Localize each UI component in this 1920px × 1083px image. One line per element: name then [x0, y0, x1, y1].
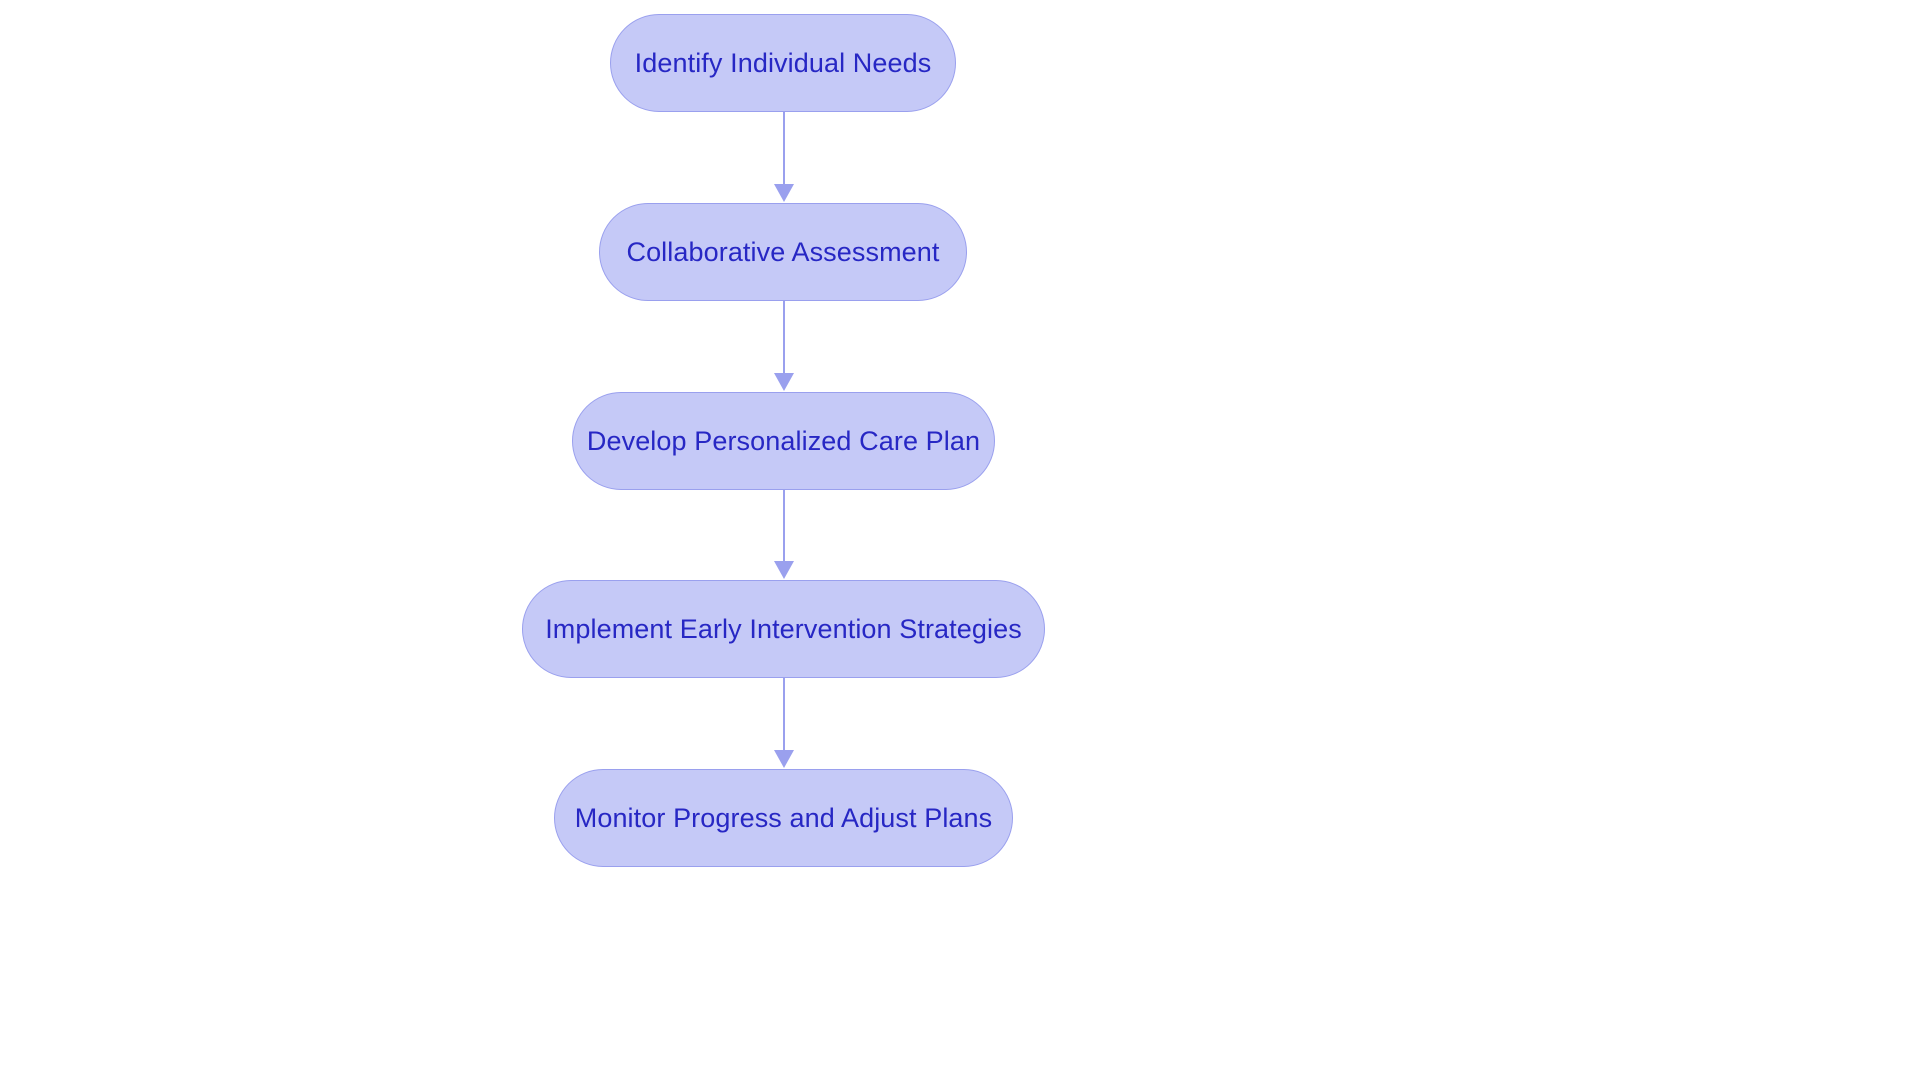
down-arrow-icon: [774, 561, 794, 579]
flow-node-label: Collaborative Assessment: [626, 236, 940, 267]
flow-edge-n2-n3: [774, 490, 794, 580]
flow-node-implement-early-intervention-strategies[interactable]: Implement Early Intervention Strategies: [522, 580, 1045, 678]
flow-node-identify-individual-needs[interactable]: Identify Individual Needs: [610, 14, 956, 112]
edge-line: [783, 301, 786, 374]
flow-node-label: Identify Individual Needs: [634, 47, 932, 78]
flow-node-develop-personalized-care-plan[interactable]: Develop Personalized Care Plan: [572, 392, 995, 490]
flow-node-monitor-progress-and-adjust-plans[interactable]: Monitor Progress and Adjust Plans: [554, 769, 1013, 867]
edge-line: [783, 678, 786, 751]
flow-edge-n3-n4: [774, 678, 794, 769]
flow-node-label: Monitor Progress and Adjust Plans: [574, 802, 993, 833]
flow-node-label: Develop Personalized Care Plan: [586, 425, 981, 456]
flow-edge-n1-n2: [774, 301, 794, 392]
flow-edge-n0-n1: [774, 112, 794, 203]
down-arrow-icon: [774, 184, 794, 202]
edge-line: [783, 112, 786, 185]
flow-node-label: Implement Early Intervention Strategies: [545, 613, 1022, 644]
flow-node-collaborative-assessment[interactable]: Collaborative Assessment: [599, 203, 967, 301]
down-arrow-icon: [774, 750, 794, 768]
down-arrow-icon: [774, 373, 794, 391]
edge-line: [783, 490, 786, 562]
